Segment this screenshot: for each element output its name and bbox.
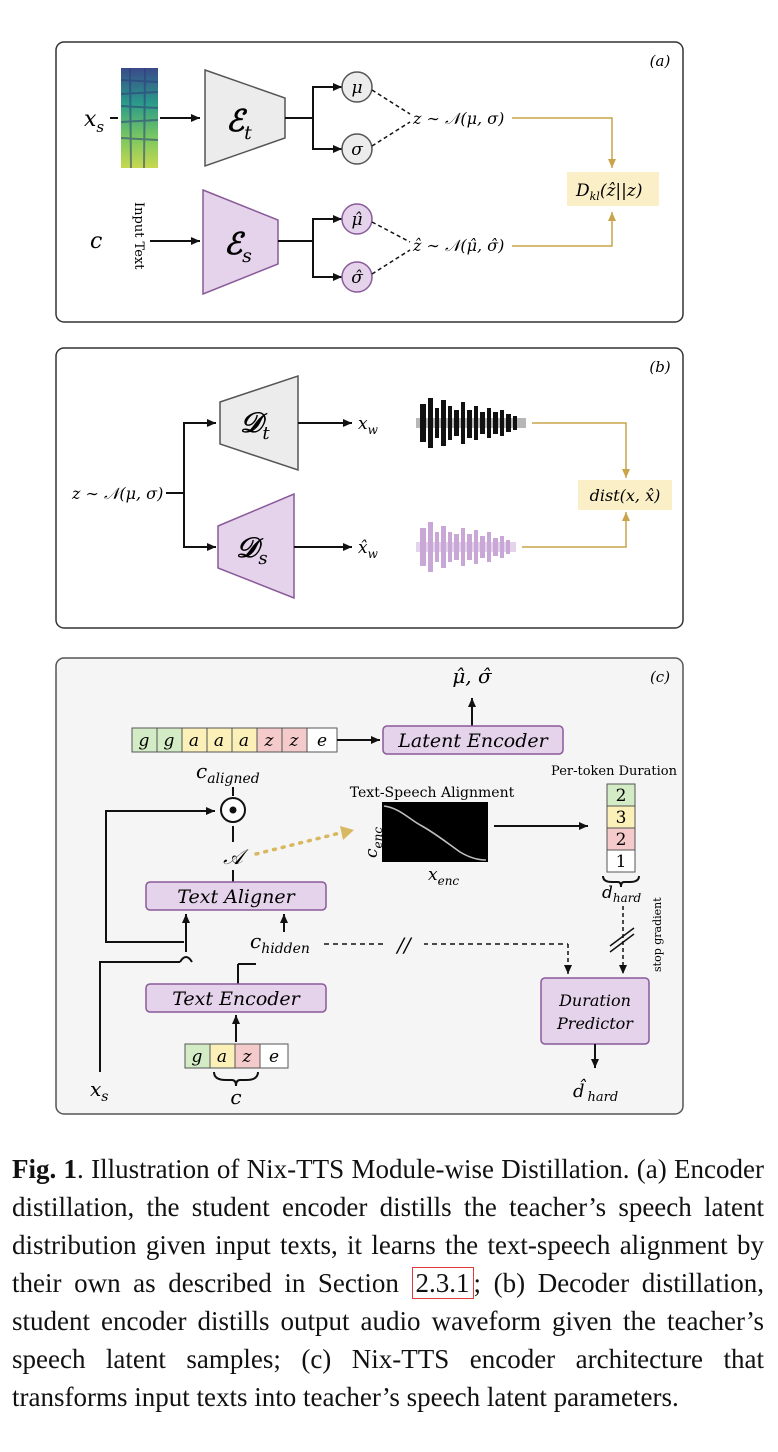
text-encoder-block bbox=[145, 983, 327, 1013]
alignment-title: Text-Speech Alignment bbox=[350, 785, 515, 801]
kl-loss-label: Dkl(ẑ||z) bbox=[575, 181, 642, 203]
aligned-token: g bbox=[164, 731, 175, 751]
panel-c-tag: (c) bbox=[650, 668, 670, 686]
aligned-token: e bbox=[317, 731, 327, 751]
mu-label: μ bbox=[351, 78, 362, 98]
text-aligner-block bbox=[145, 881, 327, 911]
input-c-token-label: c bbox=[230, 1085, 241, 1109]
mu-node bbox=[341, 71, 373, 103]
aligned-token: g bbox=[139, 731, 150, 751]
sigma-hat-label: σ̂ bbox=[351, 268, 363, 288]
alignment-x-label: xenc bbox=[428, 865, 459, 888]
duration-predictor-label-2: Predictor bbox=[556, 1014, 634, 1033]
input-token: e bbox=[269, 1047, 279, 1067]
dist-loss-box bbox=[578, 480, 672, 510]
mu-hat-label: μ̂ bbox=[351, 210, 362, 230]
input-c-label: c bbox=[90, 229, 102, 254]
panel-a-tag: (a) bbox=[650, 52, 671, 70]
input-token-sequence: g a z e bbox=[184, 1043, 289, 1069]
student-encoder-block bbox=[202, 188, 279, 296]
teacher-encoder-block bbox=[204, 68, 286, 168]
spectrogram-image bbox=[120, 67, 159, 169]
caption-text-part1: . Illustration of Nix-TTS Module-wise Di… bbox=[12, 1154, 764, 1298]
duration-value: 2 bbox=[616, 786, 627, 806]
duration-predictor-label: Duration bbox=[558, 991, 631, 1010]
sigma-hat-node bbox=[341, 261, 373, 293]
section-reference-link[interactable]: 2.3.1 bbox=[411, 1267, 474, 1299]
aligned-token-sequence: g g a a a z z e bbox=[131, 727, 338, 753]
input-text-label: Input Text bbox=[131, 202, 146, 270]
student-encoder-label: ℰs bbox=[224, 227, 252, 267]
aligned-token: a bbox=[189, 731, 199, 751]
aligned-token: z bbox=[264, 731, 275, 751]
caption-label: Fig. 1 bbox=[12, 1154, 78, 1184]
dist-loss-label: dist(x, x̂) bbox=[590, 486, 661, 505]
latent-output-label: μ̂, σ̂ bbox=[452, 664, 493, 688]
duration-predictor-block bbox=[540, 977, 650, 1045]
d-hard-label: dhard bbox=[602, 883, 642, 905]
zhat-distribution-label: ẑ ∼ 𝒩(μ̂, σ̂) bbox=[412, 236, 504, 255]
duration-value: 1 bbox=[616, 852, 627, 872]
text-encoder-label: Text Encoder bbox=[172, 988, 301, 1010]
aligned-token: z bbox=[289, 731, 300, 751]
latent-encoder-label: Latent Encoder bbox=[397, 730, 549, 752]
kl-loss-box bbox=[567, 172, 659, 206]
aligned-token: a bbox=[239, 731, 249, 751]
panel-b: (b) z ∼ 𝒩(μ, σ) 𝒟t xw bbox=[55, 347, 684, 629]
sigma-label: σ bbox=[351, 140, 363, 160]
teacher-decoder-block bbox=[219, 374, 299, 472]
z-distribution-label: z ∼ 𝒩(μ, σ) bbox=[412, 109, 504, 128]
aligned-token: a bbox=[214, 731, 224, 751]
teacher-output-label: xw bbox=[358, 414, 379, 437]
figure-diagram: (a) xs ℰt μ σ bbox=[55, 41, 684, 1115]
input-xs-label: xs bbox=[84, 107, 104, 136]
student-waveform bbox=[416, 522, 516, 572]
decoder-input-label: z ∼ 𝒩(μ, σ) bbox=[71, 484, 163, 503]
sigma-node bbox=[341, 133, 373, 165]
duration-title: Per-token Duration bbox=[551, 764, 678, 779]
figure-caption: Fig. 1. Illustration of Nix-TTS Module-w… bbox=[12, 1150, 764, 1416]
student-output-label: x̂w bbox=[358, 538, 379, 561]
d-hat-hard-label: d̂hard bbox=[573, 1077, 618, 1105]
caption-text-part2: ; (b) Decoder distillation, student enco… bbox=[12, 1268, 764, 1412]
skip-mark: // bbox=[395, 933, 413, 957]
c-hidden-label: chidden bbox=[250, 929, 310, 957]
alignment-y-label: cenc bbox=[362, 827, 385, 858]
teacher-encoder-label: ℰt bbox=[226, 104, 252, 144]
student-decoder-block bbox=[217, 492, 295, 600]
mu-hat-node bbox=[341, 203, 373, 235]
panel-c: (c) μ̂, σ̂ g g a a a z z e Latent Encode… bbox=[55, 657, 684, 1115]
duration-value: 2 bbox=[616, 830, 627, 850]
panel-b-tag: (b) bbox=[649, 358, 670, 376]
duration-value: 3 bbox=[616, 808, 627, 828]
stop-gradient-label: stop gradient bbox=[651, 897, 664, 972]
student-decoder-label: 𝒟s bbox=[236, 531, 268, 569]
input-token: a bbox=[217, 1047, 227, 1067]
panel-a: (a) xs ℰt μ σ bbox=[55, 41, 684, 323]
input-token: g bbox=[192, 1047, 203, 1067]
c-aligned-label: caligned bbox=[196, 759, 260, 787]
teacher-waveform bbox=[416, 398, 526, 448]
input-xs-c-label: xs bbox=[90, 1077, 108, 1105]
input-token: z bbox=[242, 1047, 253, 1067]
text-aligner-label: Text Aligner bbox=[177, 886, 296, 908]
latent-encoder-block bbox=[382, 725, 564, 755]
